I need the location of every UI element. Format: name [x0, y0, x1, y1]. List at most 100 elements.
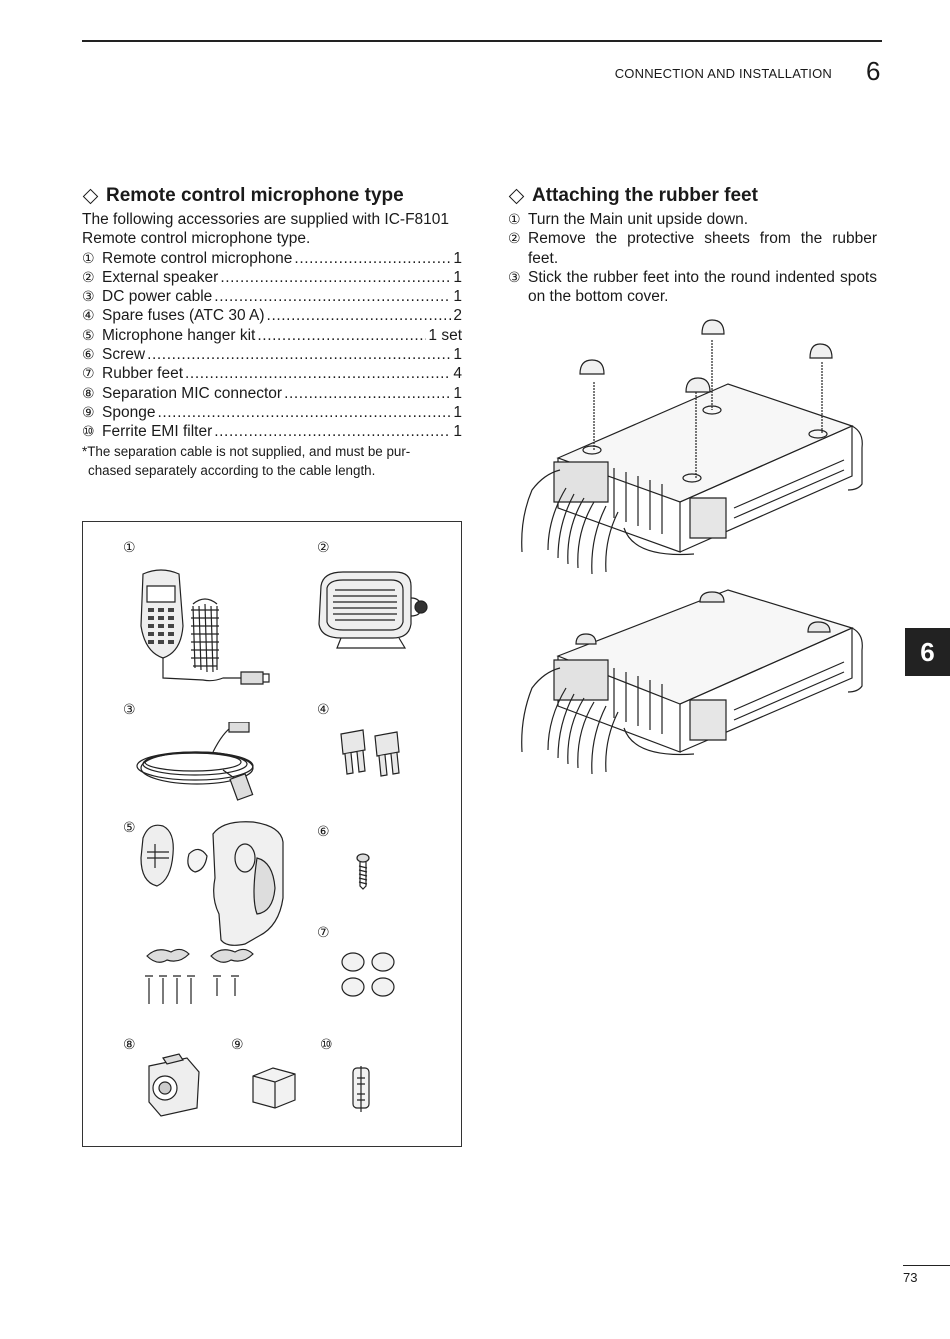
- header-chapter-number: 6: [866, 56, 881, 86]
- chapter-tab: 6: [905, 628, 950, 676]
- diamond-bullet-icon: [508, 188, 525, 204]
- sponge-icon: [249, 1064, 299, 1110]
- figure-label: ④: [317, 701, 330, 717]
- item-qty: 1: [453, 249, 462, 267]
- accessories-intro: The following accessories are supplied w…: [82, 211, 450, 248]
- step-text: Stick the rubber feet into the round ind…: [528, 268, 877, 306]
- page-number-rule: [903, 1265, 950, 1266]
- list-item: ② Remove the protective sheets from the r…: [508, 229, 877, 268]
- item-number: ⑤: [82, 326, 95, 343]
- list-item: ⑨ Sponge 1: [82, 403, 462, 422]
- item-number: ⑩: [82, 423, 95, 440]
- item-name: Screw: [102, 346, 146, 364]
- figure-label: ①: [123, 539, 136, 555]
- accessories-title: Remote control microphone type: [106, 185, 404, 206]
- item-name: Separation MIC connector: [102, 384, 283, 402]
- leader-dots: [214, 422, 451, 441]
- page-number: 73: [903, 1270, 918, 1285]
- remote-microphone-icon: [133, 566, 273, 696]
- accessories-heading: Remote control microphone type: [82, 184, 462, 208]
- leader-dots: [157, 403, 451, 422]
- list-item: ③ DC power cable 1: [82, 287, 462, 306]
- header-rule: [82, 40, 882, 42]
- list-item: ② External speaker 1: [82, 268, 462, 287]
- step-text: Turn the Main unit upside down.: [528, 211, 748, 228]
- figure-label: ⑦: [317, 924, 330, 940]
- item-name: Sponge: [102, 403, 156, 421]
- main-unit-exploded-illustration: [514, 318, 878, 578]
- leader-dots: [147, 345, 451, 364]
- item-name: Rubber feet: [102, 365, 183, 383]
- item-qty: 1: [453, 288, 462, 306]
- rubber-feet-steps: ① Turn the Main unit upside down. ② Remove…: [508, 210, 877, 306]
- item-name: External speaker: [102, 268, 219, 286]
- figure-label: ⑤: [123, 819, 136, 835]
- item-name: DC power cable: [102, 288, 213, 306]
- accessory-list: ① Remote control microphone 1 ② External sp…: [82, 249, 462, 442]
- figure-label: ③: [123, 701, 136, 717]
- item-name: Spare fuses (ATC 30 A): [102, 307, 265, 325]
- rubber-feet-heading: Attaching the rubber feet: [508, 184, 877, 208]
- list-item: ① Remote control microphone 1: [82, 249, 462, 268]
- leader-dots: [185, 364, 451, 383]
- header-section-title: CONNECTION AND INSTALLATION: [614, 66, 832, 81]
- item-qty: 1: [453, 423, 462, 441]
- list-item: ⑩ Ferrite EMI filter 1: [82, 422, 462, 441]
- rubber-feet-title: Attaching the rubber feet: [532, 185, 758, 206]
- list-item: ① Turn the Main unit upside down.: [508, 210, 877, 229]
- leader-dots: [257, 326, 426, 345]
- step-number: ②: [508, 230, 521, 247]
- item-number: ②: [82, 268, 95, 285]
- leader-dots: [267, 306, 452, 325]
- leader-dots: [284, 384, 451, 403]
- item-number: ⑨: [82, 403, 95, 420]
- microphone-hanger-kit-icon: [133, 818, 303, 1023]
- item-name: Remote control microphone: [102, 249, 293, 267]
- item-name: Microphone hanger kit: [102, 326, 256, 344]
- separation-cable-note: *The separation cable is not supplied, a…: [82, 443, 411, 459]
- item-number: ①: [82, 249, 95, 266]
- separation-mic-connector-icon: [143, 1052, 203, 1122]
- item-qty: 4: [453, 365, 462, 383]
- item-qty: 1: [453, 268, 462, 286]
- item-qty: 1: [453, 346, 462, 364]
- list-item: ⑤ Microphone hanger kit 1 set: [82, 326, 462, 345]
- accessories-illustration-box: ① ② ③ ④ ⑤ ⑥ ⑦ ⑧ ⑨ ⑩: [82, 521, 462, 1147]
- list-item: ⑥ Screw 1: [82, 345, 462, 364]
- item-qty: 1: [453, 384, 462, 402]
- item-number: ⑧: [82, 384, 95, 401]
- list-item: ⑦ Rubber feet 4: [82, 364, 462, 383]
- ferrite-emi-filter-icon: [347, 1064, 377, 1114]
- screw-icon: [353, 852, 373, 890]
- external-speaker-icon: [313, 568, 433, 658]
- accessories-section: Remote control microphone type The follo…: [82, 184, 462, 480]
- figure-label: ⑧: [123, 1036, 136, 1052]
- spare-fuses-icon: [335, 726, 415, 782]
- item-qty: 1: [453, 403, 462, 421]
- step-number: ①: [508, 211, 521, 227]
- figure-label: ②: [317, 539, 330, 555]
- list-item: ③ Stick the rubber feet into the round in…: [508, 268, 877, 307]
- leader-dots: [214, 287, 451, 306]
- dc-power-cable-icon: [133, 722, 273, 802]
- leader-dots: [294, 249, 451, 268]
- step-text: Remove the protective sheets from the ru…: [528, 230, 877, 267]
- separation-cable-note-cont: chased separately according to the cable…: [88, 462, 376, 478]
- leader-dots: [220, 268, 451, 287]
- item-number: ③: [82, 288, 95, 305]
- list-item: ⑧ Separation MIC connector 1: [82, 384, 462, 403]
- main-unit-with-feet-illustration: [514, 588, 878, 778]
- rubber-feet-icon: [339, 950, 401, 1000]
- rubber-feet-section: Attaching the rubber feet ① Turn the Main…: [508, 184, 877, 306]
- diamond-bullet-icon: [82, 188, 99, 204]
- step-number: ③: [508, 268, 521, 285]
- figure-label: ⑩: [320, 1036, 333, 1052]
- figure-label: ⑨: [231, 1036, 244, 1052]
- figure-label: ⑥: [317, 823, 330, 839]
- item-number: ⑦: [82, 365, 95, 382]
- item-qty: 1 set: [428, 326, 462, 344]
- item-number: ⑥: [82, 346, 95, 363]
- item-name: Ferrite EMI filter: [102, 423, 213, 441]
- item-qty: 2: [453, 307, 462, 325]
